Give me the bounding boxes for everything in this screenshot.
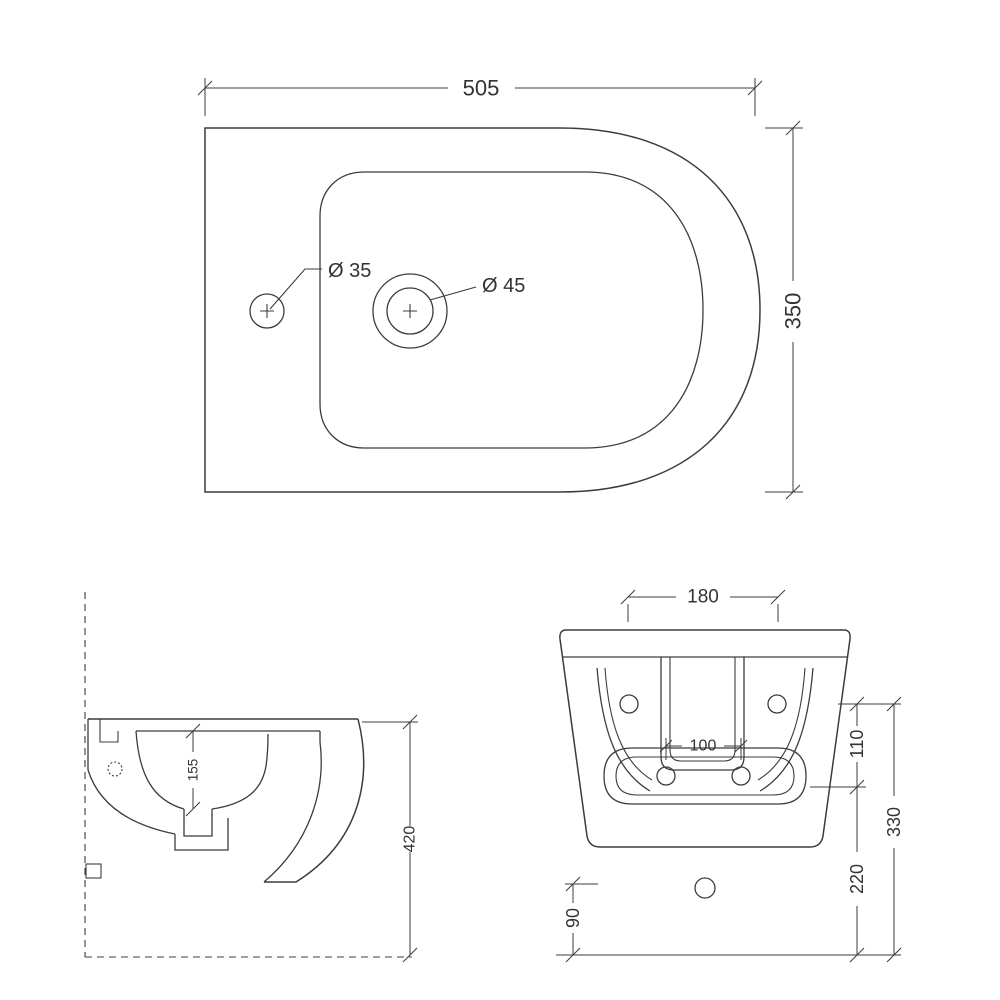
drain-fixing-right (731, 766, 751, 786)
rear-bowl-curve-right-2 (757, 667, 806, 781)
dim-180-label: 180 (687, 587, 719, 608)
dim-hole-spacing: 100 (659, 738, 748, 760)
plan-outer-outline (204, 127, 761, 493)
drain-hole-outer (372, 273, 448, 349)
mounting-hole-left (619, 694, 639, 714)
dim-upper-height: 110 (847, 696, 867, 795)
plan-inner-outline (319, 171, 704, 449)
dim-lower-height: 220 (847, 787, 867, 963)
rear-view: 180 100 110 220 330 (556, 587, 904, 963)
dim-420-label: 420 (402, 826, 419, 853)
bracket-detail (99, 719, 119, 743)
section-trap-inner (183, 809, 213, 837)
dim-100-label: 100 (690, 738, 717, 755)
dim-outlet-height: 90 (563, 876, 583, 963)
rear-bottom-band-inner (615, 756, 795, 796)
rear-bottom-band-outer (603, 747, 807, 805)
hidden-fixing-hole (107, 761, 123, 777)
hole-35-label: Ø 35 (328, 260, 371, 282)
drain-hole-leader (429, 286, 477, 301)
section-bowl-inner (135, 730, 185, 810)
rear-bowl-curve-left-2 (604, 667, 653, 781)
drain-fixing-left (656, 766, 676, 786)
plan-view: Ø 35 Ø 45 505 350 (197, 76, 806, 500)
section-trap-outer (174, 818, 229, 851)
dim-350-label: 350 (781, 293, 806, 330)
mounting-hole-right (767, 694, 787, 714)
dim-depth: 350 (765, 120, 806, 500)
dim-505-label: 505 (463, 76, 500, 101)
side-section-view: 155 420 (84, 592, 419, 963)
fixing-block (85, 863, 102, 879)
rear-bowl-curve-right (759, 667, 814, 792)
dim-330-label: 330 (884, 807, 904, 837)
dim-90-label: 90 (563, 908, 583, 928)
dim-110-label: 110 (847, 730, 867, 759)
dim-width: 505 (197, 76, 763, 116)
section-bowl-inner-right (211, 733, 269, 810)
section-underside (87, 769, 176, 835)
dim-bowl-depth: 155 (186, 723, 201, 817)
outlet-hole (694, 877, 716, 899)
hole-45-label: Ø 45 (482, 275, 525, 297)
rear-chute-inner (669, 657, 736, 762)
section-apron-outer (264, 718, 365, 883)
drain-hole-inner (386, 287, 434, 335)
faucet-hole (249, 293, 285, 329)
rear-chute-outer (660, 657, 745, 771)
rear-body-outline (559, 629, 851, 848)
drain-hole-cross-icon (403, 304, 417, 318)
dim-220-label: 220 (847, 864, 867, 894)
dim-155-label: 155 (186, 759, 201, 782)
faucet-hole-cross-icon (260, 304, 274, 318)
dim-top-width: 180 (620, 587, 786, 622)
dim-rim-height: 420 (362, 714, 419, 963)
section-apron-inner (263, 731, 322, 883)
rear-bowl-curve-left (596, 667, 651, 792)
faucet-hole-leader (269, 268, 322, 310)
dim-body-height: 330 (884, 696, 904, 963)
